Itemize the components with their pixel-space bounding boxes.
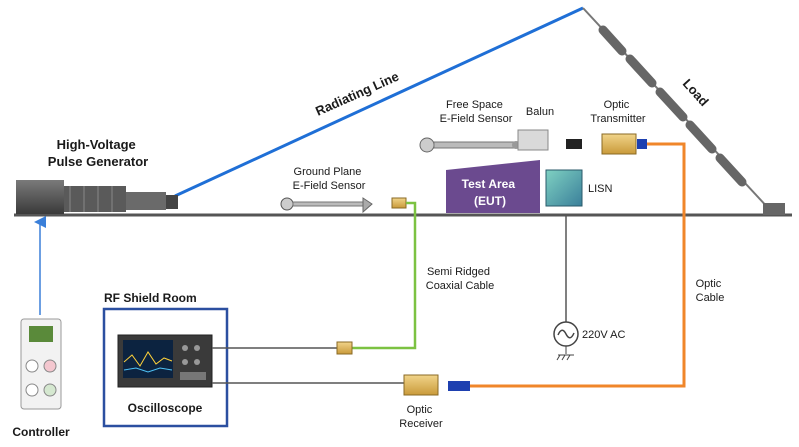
- controller-label: Controller: [12, 425, 70, 439]
- load-terminal: [763, 203, 785, 215]
- ground-plane-sensor: [280, 197, 407, 214]
- balun-box: [517, 129, 549, 151]
- ac-source: [553, 321, 579, 361]
- optic-transmitter-label: Optic Transmitter: [590, 99, 646, 125]
- oscilloscope-label: Oscilloscope: [128, 401, 203, 415]
- radiating-line: [174, 6, 584, 198]
- optic-receiver: [403, 374, 439, 396]
- optic-receiver-label: Optic Receiver: [399, 404, 443, 430]
- optic-receiver-port: [448, 381, 470, 391]
- generator-label: High-Voltage Pulse Generator: [48, 137, 148, 169]
- coax-connector: [336, 341, 353, 355]
- lisn-box: [545, 169, 583, 207]
- test-area: [446, 160, 540, 213]
- free-space-sensor-label: Free Space E-Field Sensor: [440, 99, 513, 125]
- ground-plane-sensor-label: Ground Plane E-Field Sensor: [293, 166, 366, 192]
- controller: [20, 318, 62, 410]
- rf-shield-room: [102, 307, 229, 428]
- balun-label: Balun: [526, 106, 554, 118]
- optic-transmitter-port: [637, 139, 647, 149]
- semi-ridged-cable-label: Semi Ridged Coaxial Cable: [426, 266, 494, 292]
- optic-cable-label: Optic Cable: [696, 278, 725, 304]
- free-space-sensor: [419, 137, 520, 153]
- ac-source-label: 220V AC: [582, 329, 625, 341]
- semi-ridged-cable: [352, 201, 417, 350]
- optic-transmitter: [601, 133, 637, 155]
- test-area-label: Test Area (EUT): [462, 177, 519, 208]
- pulse-generator: [16, 180, 178, 214]
- load-label: Load: [680, 76, 712, 109]
- optic-cable: [470, 142, 686, 388]
- lisn-label: LISN: [588, 183, 613, 195]
- load-resistors: [598, 25, 747, 187]
- rf-shield-room-label: RF Shield Room: [104, 291, 197, 305]
- oscilloscope: [117, 334, 213, 388]
- connector: [566, 139, 582, 149]
